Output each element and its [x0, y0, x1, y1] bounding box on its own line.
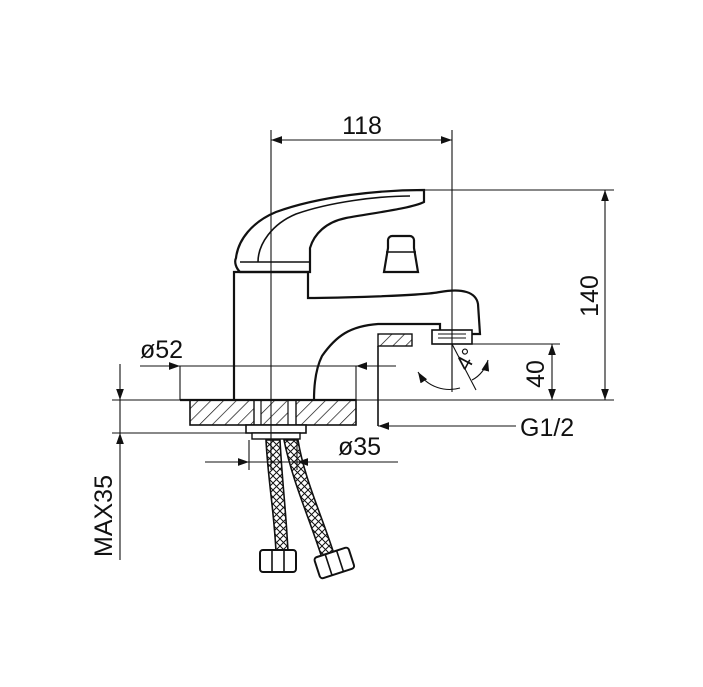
- mounting-nut: [245, 424, 307, 440]
- dimension-deck-max-35: MAX35: [90, 364, 124, 560]
- dim-label-140: 140: [576, 275, 604, 317]
- dimension-height-140: 140: [576, 190, 609, 400]
- popup-knob: [382, 234, 420, 274]
- dim-label-max35: MAX35: [90, 475, 118, 557]
- dimension-width-118: 118: [271, 112, 452, 144]
- dim-label-g12: G1/2: [520, 414, 574, 442]
- popup-rod-section: [377, 333, 413, 426]
- dimension-shank-dia-35: ø35: [205, 433, 398, 466]
- dimension-base-dia-52: ø52: [140, 336, 396, 370]
- dimension-spout-40: 40: [522, 344, 556, 400]
- dim-label-35: ø35: [338, 433, 381, 461]
- dimension-thread-g12: G1/2: [378, 414, 574, 442]
- dim-label-angle: 4°: [450, 344, 482, 374]
- dim-label-52: ø52: [140, 336, 183, 364]
- dim-label-118: 118: [342, 112, 382, 140]
- angle-dimension-4: 4°: [417, 343, 490, 392]
- lever-handle: [234, 188, 426, 274]
- deck-plate: [189, 399, 357, 426]
- dim-label-40: 40: [522, 360, 550, 388]
